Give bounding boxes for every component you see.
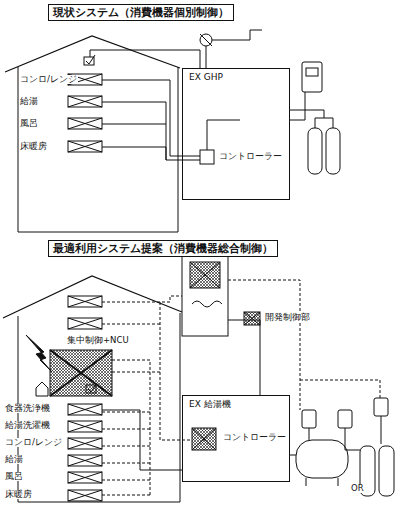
appliance-cross	[68, 455, 102, 466]
part-label: 床暖房	[19, 142, 48, 151]
appliance-icon	[68, 455, 102, 466]
appliance-icon	[68, 96, 102, 107]
part-label: コントローラー	[218, 152, 283, 161]
appliance-cross	[68, 438, 102, 449]
part-label: OR	[350, 484, 365, 493]
unit-box: EX GHP	[182, 68, 290, 200]
box-text: 現状システム（消費機器個別制御）	[53, 6, 229, 18]
appliance-cross	[68, 404, 102, 415]
title-box: 現状システム（消費機器個別制御）	[48, 4, 234, 21]
appliance-icon	[68, 296, 102, 307]
part-label: 風呂	[4, 472, 24, 481]
appliance-cross	[68, 472, 102, 483]
box-text: EX GHP	[188, 73, 224, 83]
appliance-cross	[68, 490, 102, 501]
appliance-cross	[68, 96, 102, 107]
part-label: 床暖房	[4, 490, 33, 499]
title-box: 最適利用システム提案（消費機器総合制御）	[48, 240, 278, 257]
appliance-cross	[68, 141, 102, 152]
part-label: 給湯	[4, 455, 24, 464]
part-label: 食器洗浄機	[4, 404, 51, 413]
part-label: 風呂	[19, 119, 39, 128]
part-label: 集中制御+NCU	[66, 336, 130, 345]
appliance-icon	[68, 421, 102, 432]
part-label: コンロ/レンジ	[19, 75, 78, 84]
legend-text: 開発制御部	[264, 313, 311, 322]
appliance-icon	[68, 118, 102, 129]
appliance-icon	[68, 438, 102, 449]
appliance-cross	[68, 296, 102, 307]
appliance-icon	[68, 404, 102, 415]
appliance-cross	[68, 318, 102, 329]
box-text: 最適利用システム提案（消費機器総合制御）	[53, 242, 273, 254]
appliance-icon	[68, 318, 102, 329]
appliance-icon	[68, 141, 102, 152]
appliance-cross	[68, 421, 102, 432]
part-label: 給湯洗濯機	[4, 421, 51, 430]
part-label: コンロ/レンジ	[4, 438, 63, 447]
appliance-icon	[68, 472, 102, 483]
part-label: コントローラー	[222, 433, 287, 442]
appliance-cross	[68, 118, 102, 129]
box-text: EX 給湯機	[188, 400, 232, 410]
part-label: 給湯	[19, 97, 39, 106]
appliance-icon	[68, 490, 102, 501]
